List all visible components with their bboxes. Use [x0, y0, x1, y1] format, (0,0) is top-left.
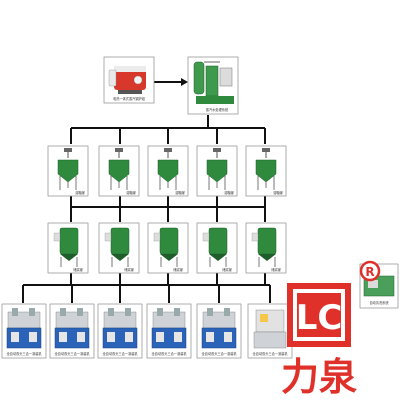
- boiler-node: 电热一体式蒸汽锅炉组: [103, 56, 155, 104]
- cleaning-system-label: 自动清洗系统: [369, 300, 389, 305]
- filling-machine: 全自动双头三合一灌装机: [247, 303, 293, 359]
- dissolving-tank: 溶糖罐: [47, 145, 89, 197]
- storage-tank-label: 储浆罐: [124, 267, 134, 272]
- storage-tank-label: 储浆罐: [173, 267, 183, 272]
- filling-machine-label: 全自动双头三合一灌装机: [201, 351, 237, 356]
- storage-tank: 储浆罐: [196, 222, 238, 274]
- filling-machine-label: 全自动双头三合一灌装机: [151, 351, 187, 356]
- dissolving-tank: 溶糖罐: [196, 145, 238, 197]
- filter-label: 蒸汽水处理系统: [206, 107, 229, 112]
- brand-logo: LC R 力泉: [281, 260, 381, 399]
- filling-machine-label: 全自动双头三合一灌装机: [252, 351, 288, 356]
- logo-square: [287, 283, 351, 347]
- storage-tank-label: 储浆罐: [222, 267, 232, 272]
- filling-machine-row: 全自动双头三合一灌装机 全自动双头三合一灌装机 全自动双头三合一灌装机: [1, 303, 293, 359]
- dissolving-tank-label: 溶糖罐: [224, 190, 234, 195]
- dissolving-tank: 溶糖罐: [245, 145, 287, 197]
- dissolving-tank: 溶糖罐: [147, 145, 189, 197]
- storage-tank-row: 储浆罐 储浆罐 储浆罐 储浆罐: [47, 222, 287, 274]
- registered-mark-icon: [359, 260, 381, 282]
- dissolving-tank-label: 溶糖罐: [126, 190, 136, 195]
- storage-tank: 储浆罐: [147, 222, 189, 274]
- storage-tank: 储浆罐: [47, 222, 89, 274]
- dissolving-tank-label: 溶糖罐: [75, 190, 85, 195]
- filling-machine: 全自动双头三合一灌装机: [49, 303, 95, 359]
- filling-machine: 全自动双头三合一灌装机: [146, 303, 192, 359]
- storage-tank: 储浆罐: [98, 222, 140, 274]
- filling-machine-label: 全自动双头三合一灌装机: [102, 351, 138, 356]
- boiler-label: 电热一体式蒸汽锅炉组: [113, 96, 146, 101]
- storage-tank-label: 储浆罐: [271, 267, 281, 272]
- filling-machine: 全自动双头三合一灌装机: [1, 303, 47, 359]
- dissolving-tank-label: 溶糖罐: [273, 190, 283, 195]
- logo-letters: LC: [296, 298, 343, 338]
- filling-machine: 全自动双头三合一灌装机: [196, 303, 242, 359]
- storage-tank: 储浆罐: [245, 222, 287, 274]
- dissolving-tank: 溶糖罐: [98, 145, 140, 197]
- filling-machine-label: 全自动双头三合一灌装机: [54, 351, 90, 356]
- filter-node: 蒸汽水处理系统: [187, 56, 239, 115]
- dissolving-tank-row: 溶糖罐 溶糖罐 溶糖罐: [47, 145, 287, 197]
- arrow-head-icon: [181, 78, 188, 86]
- filling-machine: 全自动双头三合一灌装机: [97, 303, 143, 359]
- registered-letter: R: [365, 265, 374, 279]
- storage-tank-label: 储浆罐: [73, 267, 83, 272]
- filling-machine-label: 全自动双头三合一灌装机: [6, 351, 42, 356]
- connector-lines: [22, 81, 271, 303]
- dissolving-tank-label: 溶糖罐: [175, 190, 185, 195]
- brand-name: 力泉: [281, 355, 357, 399]
